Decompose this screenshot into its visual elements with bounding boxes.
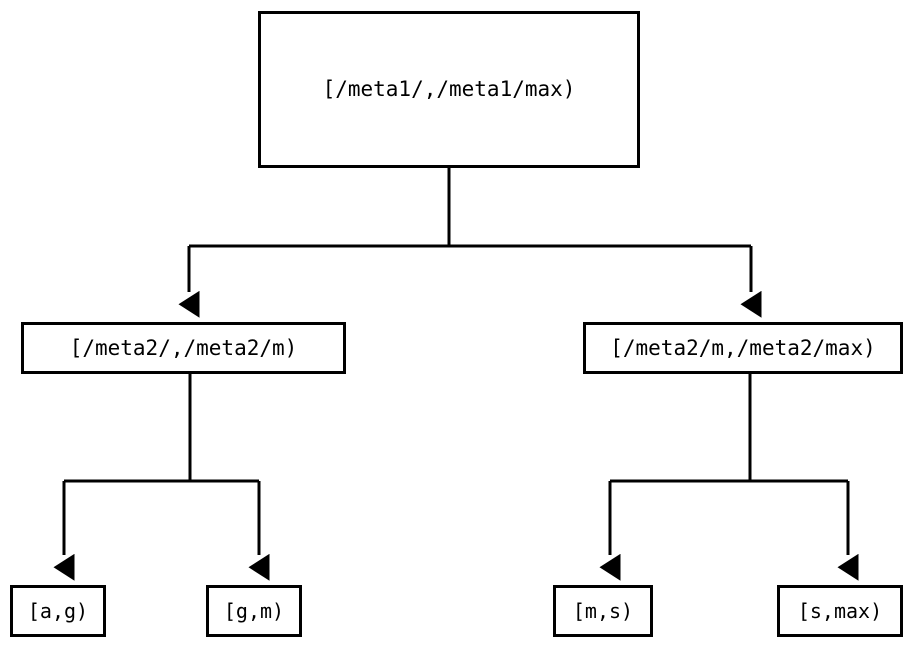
tree-node-leaf-m-s[interactable]: [m,s): [553, 585, 653, 637]
tree-node-root-label: [/meta1/,/meta1/max): [322, 77, 576, 101]
tree-node-leaf-a-g-label: [a,g): [27, 599, 89, 623]
tree-node-root[interactable]: [/meta1/,/meta1/max): [258, 11, 640, 168]
tree-node-leaf-s-max[interactable]: [s,max): [777, 585, 903, 637]
tree-node-leaf-s-max-label: [s,max): [797, 599, 883, 623]
tree-node-mid-right[interactable]: [/meta2/m,/meta2/max): [583, 322, 903, 374]
tree-node-leaf-g-m-label: [g,m): [223, 599, 285, 623]
tree-node-leaf-a-g[interactable]: [a,g): [10, 585, 106, 637]
tree-node-leaf-g-m[interactable]: [g,m): [206, 585, 302, 637]
tree-node-leaf-m-s-label: [m,s): [572, 599, 634, 623]
tree-node-mid-left[interactable]: [/meta2/,/meta2/m): [21, 322, 346, 374]
tree-node-mid-right-label: [/meta2/m,/meta2/max): [610, 335, 876, 360]
tree-node-mid-left-label: [/meta2/,/meta2/m): [69, 335, 298, 360]
